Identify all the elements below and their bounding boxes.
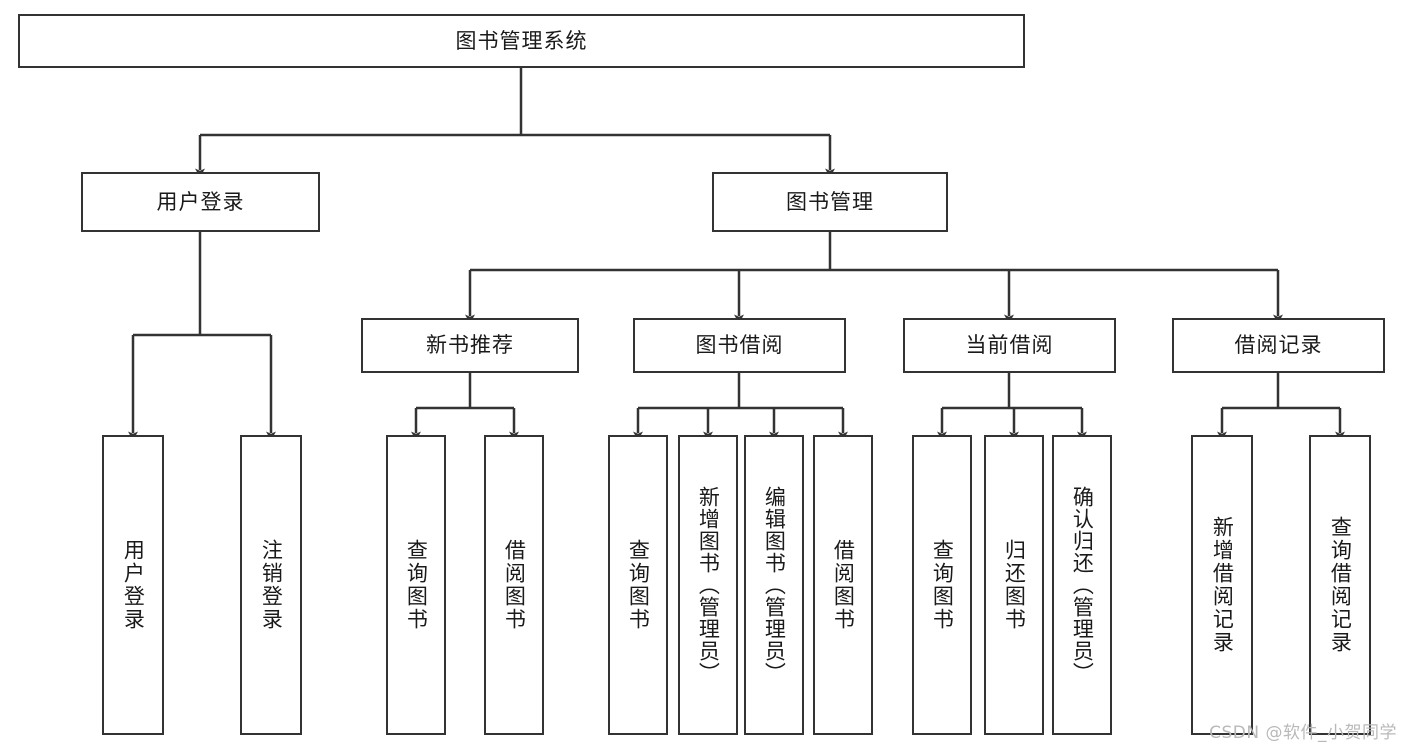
leaf-node-12[interactable]: 查询借阅记录 (1309, 435, 1371, 735)
leaf-node-label: 编辑图书（管理员） (762, 486, 787, 684)
submodule-node-2[interactable]: 当前借阅 (903, 318, 1116, 373)
root-node-0[interactable]: 图书管理系统 (18, 14, 1025, 68)
csdn-watermark: CSDN @软件_小贺同学 (1209, 723, 1397, 743)
leaf-node-11[interactable]: 新增借阅记录 (1191, 435, 1253, 735)
leaf-node-label: 查询图书 (626, 539, 651, 631)
leaf-node-4[interactable]: 查询图书 (608, 435, 668, 735)
leaf-node-label: 借阅图书 (831, 539, 856, 631)
leaf-node-label: 新增借阅记录 (1210, 516, 1235, 654)
leaf-node-label: 用户登录 (121, 539, 146, 631)
submodule-node-label: 新书推荐 (426, 333, 514, 358)
submodule-node-label: 当前借阅 (965, 333, 1054, 358)
leaf-node-0[interactable]: 用户登录 (102, 435, 164, 735)
leaf-node-label: 借阅图书 (502, 539, 527, 631)
leaf-node-label: 注销登录 (259, 539, 284, 631)
submodule-node-3[interactable]: 借阅记录 (1172, 318, 1385, 373)
leaf-node-label: 归还图书 (1002, 539, 1027, 631)
tree-connectors (128, 68, 1345, 441)
leaf-node-5[interactable]: 新增图书（管理员） (678, 435, 738, 735)
submodule-node-label: 借阅记录 (1234, 333, 1323, 358)
module-node-1[interactable]: 图书管理 (712, 172, 948, 232)
leaf-node-8[interactable]: 查询图书 (912, 435, 972, 735)
leaf-node-label: 查询借阅记录 (1328, 516, 1353, 654)
leaf-node-3[interactable]: 借阅图书 (484, 435, 544, 735)
module-node-0[interactable]: 用户登录 (81, 172, 320, 232)
leaf-node-10[interactable]: 确认归还（管理员） (1052, 435, 1112, 735)
leaf-node-2[interactable]: 查询图书 (386, 435, 446, 735)
submodule-node-1[interactable]: 图书借阅 (633, 318, 846, 373)
leaf-node-label: 确认归还（管理员） (1070, 486, 1095, 684)
leaf-node-1[interactable]: 注销登录 (240, 435, 302, 735)
leaf-node-9[interactable]: 归还图书 (984, 435, 1044, 735)
module-node-label: 用户登录 (156, 189, 245, 214)
leaf-node-7[interactable]: 借阅图书 (813, 435, 873, 735)
leaf-node-label: 查询图书 (404, 539, 429, 631)
submodule-node-label: 图书借阅 (695, 333, 784, 358)
submodule-node-0[interactable]: 新书推荐 (361, 318, 579, 373)
leaf-node-label: 查询图书 (930, 539, 955, 631)
module-node-label: 图书管理 (786, 189, 874, 214)
leaf-node-label: 新增图书（管理员） (696, 486, 721, 684)
root-node-label: 图书管理系统 (455, 28, 588, 53)
leaf-node-6[interactable]: 编辑图书（管理员） (744, 435, 804, 735)
